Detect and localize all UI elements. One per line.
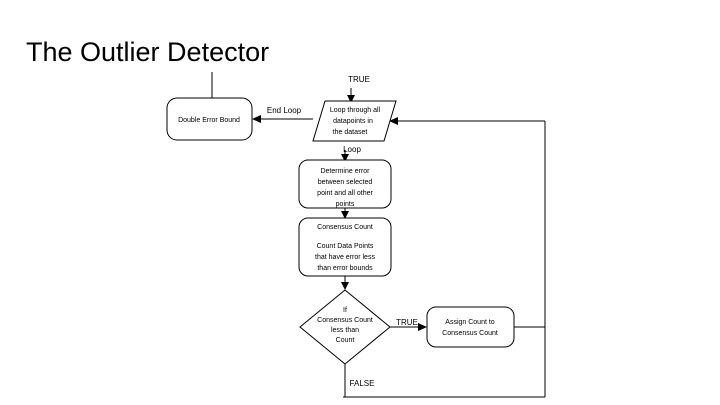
page-title: The Outlier Detector <box>26 37 270 67</box>
node-assign-count[interactable] <box>426 306 515 348</box>
node-consensus-count-line3: than error bounds <box>317 265 373 272</box>
node-consensus-count-line1: Count Data Points <box>317 243 374 250</box>
edge-label-true-right: TRUE <box>396 318 418 327</box>
edge-label-false-bottom: FALSE <box>350 379 375 388</box>
node-consensus-count-line2: that have error less <box>315 254 375 261</box>
node-determine-error-line4: points <box>336 201 355 208</box>
node-loop-datapoints[interactable] <box>312 100 397 142</box>
edge-label-true-top: TRUE <box>348 75 370 84</box>
node-decision-line1: If <box>343 307 347 314</box>
arrowhead-true-right <box>418 323 427 331</box>
arrowhead-loop-down <box>341 154 349 162</box>
node-decision-line4: Count <box>336 337 355 344</box>
node-determine-error[interactable] <box>298 159 392 209</box>
edge-label-loop: Loop <box>343 145 361 154</box>
edge-label-end-loop: End Loop <box>267 106 302 115</box>
node-assign-count-line1: Assign Count to <box>445 319 495 326</box>
arrowhead-true-top <box>347 95 355 103</box>
arrowhead-determine-to-consensus <box>341 211 349 219</box>
node-determine-error-line2: between selected <box>318 179 373 186</box>
node-decision-line3: less than <box>331 327 359 334</box>
node-determine-error-line3: point and all other <box>317 190 373 197</box>
node-assign-count-line2: Consensus Count <box>442 330 498 337</box>
arrowhead-end-loop <box>252 115 261 123</box>
node-consensus-count[interactable] <box>298 217 392 277</box>
node-determine-error-line1: Determine error <box>320 168 370 175</box>
arrowhead-consensus-to-decision <box>341 282 349 290</box>
node-double-error-bound-label: Double Error Bound <box>178 117 240 124</box>
arrowhead-return-top <box>389 117 398 125</box>
node-decision-consensus-vs-count[interactable] <box>299 289 391 365</box>
node-double-error-bound[interactable] <box>166 97 253 141</box>
node-loop-datapoints-line2: datapoints in <box>333 118 373 125</box>
node-consensus-count-header: Consensus Count <box>317 224 373 231</box>
node-decision-line2: Consensus Count <box>317 317 373 324</box>
node-loop-datapoints-line3: the dataset <box>333 129 368 136</box>
node-loop-datapoints-line1: Loop through all <box>330 107 381 114</box>
